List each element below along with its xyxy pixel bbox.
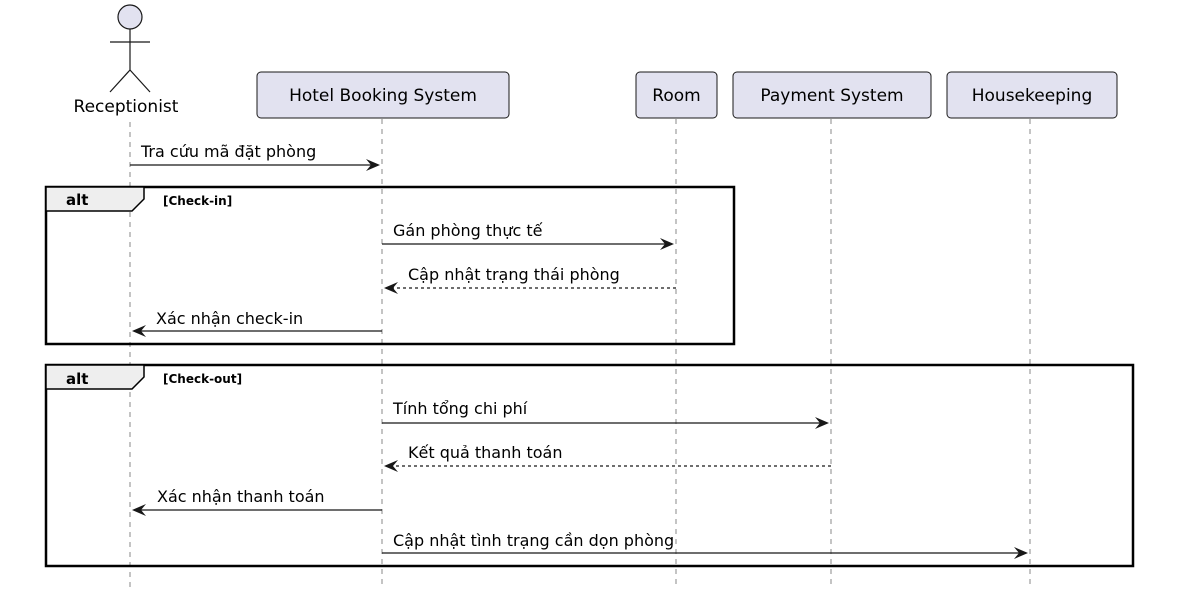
- actor-receptionist: Receptionist: [74, 4, 179, 117]
- message-label: Tra cứu mã đặt phòng: [140, 142, 316, 161]
- fragment-keyword: alt: [66, 191, 88, 209]
- message-tinh-tong-chi-phi: Tính tổng chi phí: [382, 399, 829, 429]
- message-cap-nhat-tinh-trang-can-don-phong: Cập nhật tình trạng cần dọn phòng: [382, 531, 1028, 559]
- message-tra-cuu-ma-dat-phong: Tra cứu mã đặt phòng: [130, 142, 380, 171]
- message-ket-qua-thanh-toan: Kết quả thanh toán: [384, 443, 831, 472]
- participant-housekeeping: Housekeeping: [946, 71, 1118, 119]
- participant-payment-system: Payment System: [732, 71, 932, 119]
- message-label: Gán phòng thực tế: [393, 221, 543, 240]
- message-label: Xác nhận thanh toán: [157, 487, 325, 506]
- message-gan-phong-thuc-te: Gán phòng thực tế: [382, 221, 674, 250]
- message-label: Tính tổng chi phí: [392, 399, 528, 418]
- participant-label: Hotel Booking System: [289, 86, 477, 106]
- participant-hotel-booking-system: Hotel Booking System: [256, 71, 510, 119]
- message-label: Kết quả thanh toán: [408, 443, 562, 462]
- alt-fragment-check-out: alt [Check-out]: [44, 363, 1135, 568]
- message-label: Cập nhật trạng thái phòng: [408, 265, 620, 284]
- message-xac-nhan-thanh-toan: Xác nhận thanh toán: [132, 487, 382, 516]
- alt-fragment-check-in: alt [Check-in]: [44, 185, 736, 346]
- fragment-guard: [Check-in]: [163, 194, 232, 208]
- participant-label: Receptionist: [74, 97, 179, 117]
- fragment-guard: [Check-out]: [163, 372, 242, 386]
- message-label: Xác nhận check-in: [156, 309, 303, 328]
- participant-label: Housekeeping: [972, 86, 1093, 106]
- message-cap-nhat-trang-thai-phong: Cập nhật trạng thái phòng: [384, 265, 676, 294]
- message-xac-nhan-check-in: Xác nhận check-in: [132, 309, 382, 337]
- participant-label: Payment System: [760, 86, 903, 106]
- fragment-keyword: alt: [66, 370, 88, 388]
- participant-room: Room: [635, 71, 718, 119]
- participant-label: Room: [652, 86, 700, 106]
- actor-stick-figure-icon: [109, 4, 151, 93]
- message-label: Cập nhật tình trạng cần dọn phòng: [393, 531, 674, 550]
- lifelines: [129, 119, 1031, 589]
